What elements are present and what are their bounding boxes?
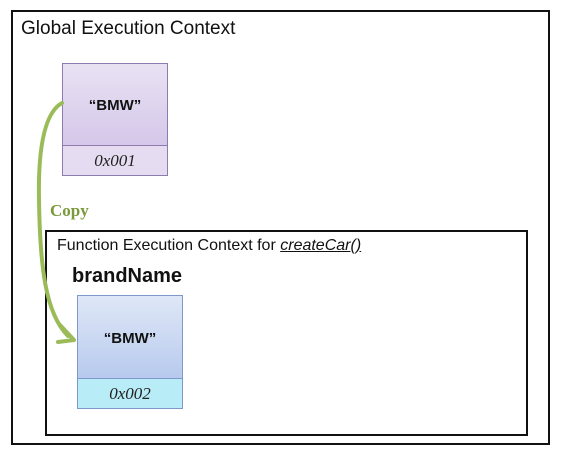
function-memory-box: “BMW” 0x002	[77, 295, 183, 409]
function-context-title: Function Execution Context for createCar…	[57, 237, 361, 255]
function-name: createCar()	[280, 237, 362, 254]
function-context-title-prefix: Function Execution Context for	[57, 237, 281, 254]
global-memory-box: “BMW” 0x001	[62, 63, 168, 176]
global-memory-address: 0x001	[63, 145, 167, 175]
variable-name: brandName	[72, 265, 183, 287]
global-context-title: Global Execution Context	[21, 18, 236, 39]
copy-label: Copy	[50, 201, 89, 220]
function-memory-value: “BMW”	[103, 329, 157, 347]
function-memory-address: 0x002	[78, 378, 182, 408]
global-memory-value: “BMW”	[88, 97, 142, 114]
